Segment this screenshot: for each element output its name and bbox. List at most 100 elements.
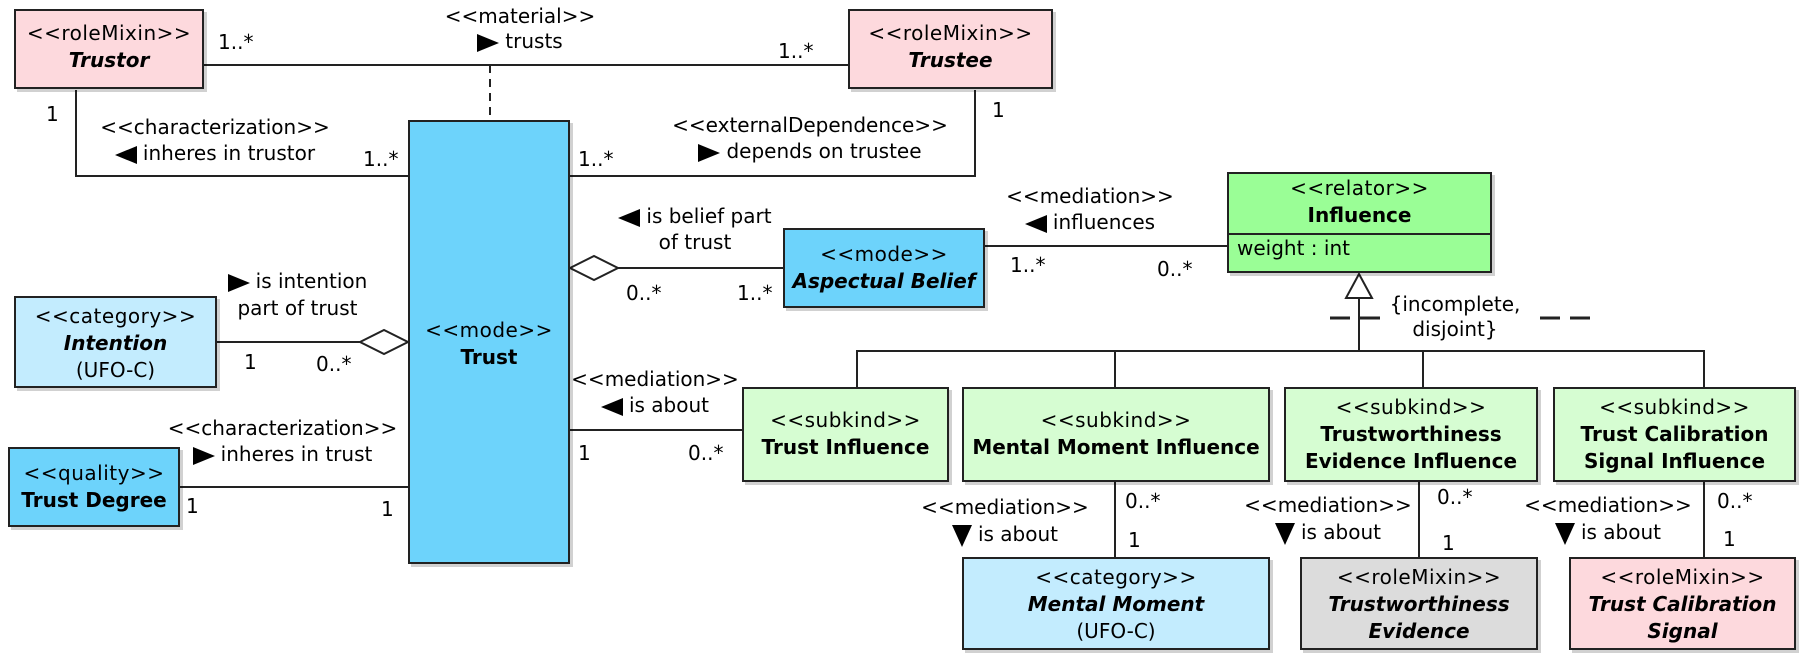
multiplicity: 1 [381, 497, 394, 521]
association-name-line2: part of trust [237, 296, 358, 320]
stereotype: <<category>> [1035, 565, 1197, 589]
attribute-weight: weight : int [1229, 233, 1490, 262]
direction-left-icon [600, 397, 623, 416]
direction-right-icon [192, 446, 215, 465]
class-note: (UFO-C) [1076, 619, 1156, 643]
class-name: Intention [63, 331, 168, 355]
association-name: inheres in trustor [142, 141, 316, 165]
class-trust-influence[interactable]: <<subkind>> Trust Influence [742, 387, 949, 482]
stereotype: <<quality>> [23, 461, 165, 485]
association-name: influences [1052, 210, 1156, 234]
class-name-line1: Trust Calibration [1580, 422, 1769, 446]
association-stereotype: <<material>> [444, 4, 596, 28]
association-name: trusts [505, 29, 563, 53]
class-name-line1: Trustworthiness [1320, 422, 1502, 446]
association-stereotype: <<mediation>> [1006, 184, 1174, 208]
class-name: Mental Moment Influence [972, 435, 1260, 459]
multiplicity: 1 [244, 350, 257, 374]
class-note: (UFO-C) [75, 358, 156, 382]
class-name: Trust [460, 345, 518, 369]
class-mental-moment[interactable]: <<category>> Mental Moment (UFO-C) [962, 557, 1270, 650]
class-aspectual-belief[interactable]: <<mode>> Aspectual Belief [783, 228, 985, 308]
class-name-line2: Signal Influence [1583, 449, 1766, 473]
multiplicity: 0..* [1717, 489, 1753, 513]
class-mental-moment-influence[interactable]: <<subkind>> Mental Moment Influence [962, 387, 1270, 482]
class-name: Influence [1307, 203, 1412, 227]
class-trustworthiness-evidence[interactable]: <<roleMixin>> Trustworthiness Evidence [1300, 557, 1538, 650]
is-about-mm-label: <<mediation>> is about [915, 494, 1095, 548]
multiplicity: 1 [1723, 527, 1736, 551]
multiplicity: 1..* [363, 147, 399, 171]
multiplicity: 1 [992, 98, 1005, 122]
multiplicity: 1 [578, 441, 591, 465]
class-influence[interactable]: <<relator>> Influence weight : int [1227, 172, 1492, 273]
stereotype: <<roleMixin>> [868, 21, 1033, 45]
class-name: Aspectual Belief [792, 269, 976, 293]
association-name-line1: is intention [255, 269, 368, 293]
inheres-trustor-label: <<characterization>> inheres in trustor [90, 114, 340, 166]
generalization-set-label: {incomplete, disjoint} [1380, 292, 1530, 342]
association-name: is about [1300, 520, 1382, 544]
class-name: Trust Influence [761, 435, 930, 459]
association-stereotype: <<externalDependence>> [672, 113, 948, 137]
stereotype: <<subkind>> [770, 408, 921, 432]
association-stereotype: <<mediation>> [571, 367, 739, 391]
intention-aggregation-diamond [357, 328, 411, 356]
stereotype: <<subkind>> [1335, 395, 1487, 419]
association-name-line1: is belief part [646, 204, 772, 228]
direction-down-icon [1274, 522, 1295, 545]
association-name: is about [1580, 520, 1662, 544]
class-trust-calibration-signal-influence[interactable]: <<subkind>> Trust Calibration Signal Inf… [1553, 387, 1796, 482]
class-trust-degree[interactable]: <<quality>> Trust Degree [8, 447, 180, 527]
generalization-bar [856, 350, 1705, 387]
direction-left-icon [114, 145, 137, 164]
association-stereotype: <<mediation>> [921, 495, 1089, 519]
constraint-line1: {incomplete, [1389, 292, 1521, 316]
multiplicity: 1..* [578, 147, 614, 171]
class-name: Trustor [68, 48, 150, 72]
depends-trustee-line [570, 90, 976, 177]
generalization-triangle [1344, 271, 1374, 299]
association-name: is about [628, 393, 710, 417]
multiplicity: 1 [186, 494, 199, 518]
multiplicity: 1..* [1010, 253, 1046, 277]
is-about-te-label: <<mediation>> is about [1238, 492, 1418, 546]
is-about-trust-label: <<mediation>> is about [570, 366, 740, 418]
intention-part-label: is intention part of trust [210, 268, 385, 322]
association-stereotype: <<characterization>> [100, 115, 330, 139]
multiplicity: 0..* [1437, 485, 1473, 509]
stereotype: <<roleMixin>> [26, 21, 192, 45]
class-trustor[interactable]: <<roleMixin>> Trustor [14, 9, 204, 89]
stereotype: <<roleMixin>> [1600, 565, 1765, 589]
multiplicity: 0..* [1125, 489, 1161, 513]
influences-label: <<mediation>> influences [1000, 183, 1180, 235]
multiplicity: 1..* [737, 281, 773, 305]
association-stereotype: <<characterization>> [167, 416, 398, 440]
stereotype: <<mode>> [820, 242, 948, 266]
stereotype: <<roleMixin>> [1336, 565, 1502, 589]
class-name-line2: Evidence Influence [1304, 449, 1518, 473]
multiplicity: 1 [1442, 531, 1455, 555]
class-name-line1: Trustworthiness [1328, 592, 1510, 616]
class-trustee[interactable]: <<roleMixin>> Trustee [848, 9, 1053, 89]
association-name: is about [977, 522, 1059, 546]
multiplicity: 1..* [218, 30, 254, 54]
class-trust[interactable]: <<mode>> Trust [408, 120, 570, 564]
stereotype: <<mode>> [425, 318, 553, 342]
association-name-line2: of trust [658, 230, 732, 254]
multiplicity: 1 [46, 102, 59, 126]
multiplicity: 0..* [688, 441, 724, 465]
stereotype: <<category>> [34, 304, 197, 328]
association-stereotype: <<mediation>> [1524, 493, 1692, 517]
class-trust-calibration-signal[interactable]: <<roleMixin>> Trust Calibration Signal [1569, 557, 1796, 650]
direction-left-icon [1024, 214, 1047, 233]
multiplicity: 1 [1128, 528, 1141, 552]
constraint-line2: disjoint} [1412, 317, 1498, 341]
multiplicity: 0..* [626, 281, 662, 305]
direction-left-icon [618, 208, 641, 227]
class-trustworthiness-evidence-influence[interactable]: <<subkind>> Trustworthiness Evidence Inf… [1284, 387, 1538, 482]
association-stereotype: <<mediation>> [1244, 493, 1412, 517]
depends-trustee-label: <<externalDependence>> depends on truste… [660, 112, 960, 164]
class-intention[interactable]: <<category>> Intention (UFO-C) [14, 296, 217, 388]
inheres-trustor-line [75, 90, 408, 177]
